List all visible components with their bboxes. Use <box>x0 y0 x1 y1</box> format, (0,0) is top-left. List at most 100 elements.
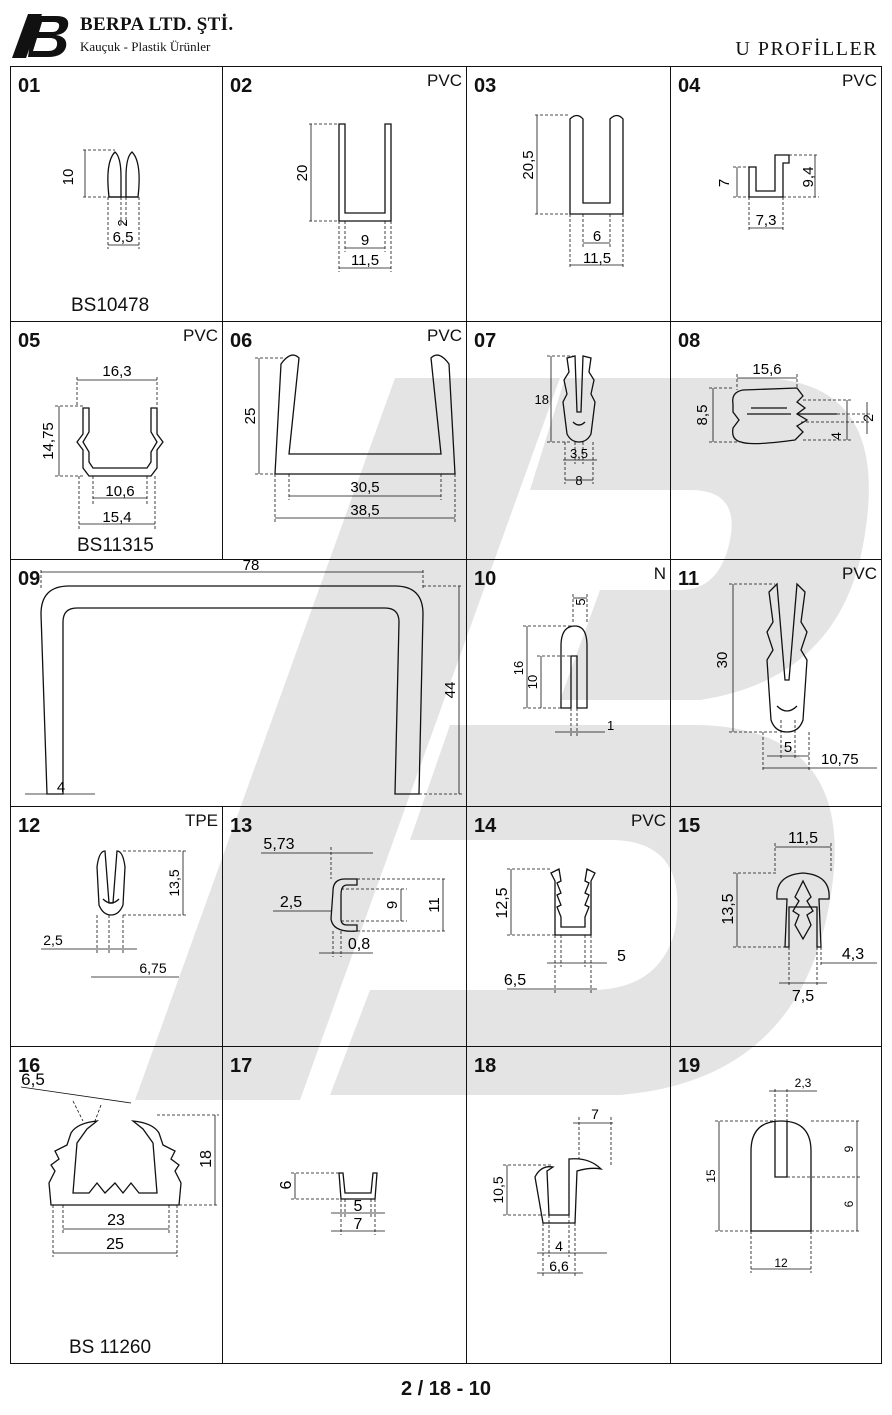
dim-label: 4 <box>57 779 65 796</box>
dim-label: 6,6 <box>549 1258 569 1274</box>
dim-label: 9 <box>842 1145 856 1152</box>
dim-label: 11,5 <box>583 250 611 267</box>
dim-label: 20,5 <box>520 150 537 179</box>
dim-label: 12,5 <box>494 887 511 918</box>
profile-drawing: 6 5 7 <box>278 1172 385 1235</box>
profile-drawing: 11,5 13,5 4,3 7,5 <box>720 830 877 1005</box>
standard-code: BS11315 <box>77 535 154 556</box>
dim-label: 7 <box>354 1216 363 1233</box>
dim-label: 12 <box>774 1256 788 1270</box>
standard-code: BS 11260 <box>69 1337 152 1358</box>
dim-label: 7,5 <box>792 988 814 1005</box>
dim-label: 6,5 <box>113 229 134 246</box>
dim-label: 18 <box>198 1150 215 1168</box>
page-number: 2 / 18 - 10 <box>400 1378 492 1400</box>
profile-drawing: 5 16 10 1 <box>511 594 614 736</box>
profile-drawing: 20,5 6 11,5 <box>520 114 624 269</box>
profile-drawing: 5,73 2,5 9 11 0,8 <box>261 836 447 957</box>
profile-number: 16 <box>18 1055 41 1077</box>
profile-cell-18: 18 7 10,5 4 6,6 <box>466 1046 671 1364</box>
profile-drawing: 20 9 11,5 <box>294 123 392 272</box>
profile-drawing: 13,5 2,5 6,75 <box>41 850 187 978</box>
profile-number: 01 <box>18 75 41 97</box>
profile-number: 14 <box>474 815 497 837</box>
material-label: PVC <box>842 71 877 90</box>
profile-cell-09: 09 78 44 4 <box>10 559 467 807</box>
dim-label: 13,5 <box>166 869 182 896</box>
profile-drawing: 78 44 4 <box>25 560 463 796</box>
dim-label: 6 <box>593 228 601 245</box>
dim-label: 11,5 <box>788 830 818 847</box>
profile-drawing: 10 2 6,5 <box>60 149 140 249</box>
profile-drawing: 30 5 10,75 <box>714 582 877 770</box>
dim-label: 7 <box>591 1106 599 1122</box>
dim-label: 18 <box>535 392 549 407</box>
material-label: PVC <box>631 811 666 830</box>
profile-drawing: 16,3 14,75 10,6 15,4 <box>40 363 164 530</box>
company-name: BERPA LTD. ŞTİ. <box>80 14 234 35</box>
profile-cell-16: 16 6,5 18 23 25 BS 11260 <box>10 1046 223 1364</box>
material-label: N <box>653 564 666 583</box>
profile-number: 17 <box>230 1055 253 1077</box>
dim-label: 44 <box>442 682 459 699</box>
dim-label: 16,3 <box>102 363 131 380</box>
dim-label: 30 <box>714 652 731 669</box>
profile-drawing: 7 9,4 7,3 <box>716 154 819 232</box>
material-label: PVC <box>183 326 218 345</box>
profile-drawing: 2,3 15 9 6 12 <box>704 1076 861 1273</box>
dim-label: 20 <box>294 165 311 182</box>
profile-cell-10: 10 N 5 16 10 1 <box>466 559 671 807</box>
dim-label: 25 <box>242 408 259 425</box>
dim-label: 11 <box>426 897 443 913</box>
dim-label: 4 <box>555 1238 563 1254</box>
dim-label: 30,5 <box>350 479 379 496</box>
profile-cell-05: 05 PVC 16,3 14,75 10,6 15,4 BS11315 <box>10 321 223 560</box>
dim-label: 2,5 <box>280 894 302 911</box>
page-header: BERPA LTD. ŞTİ. Kauçuk - Plastik Ürünler… <box>0 0 892 66</box>
dim-label: 25 <box>106 1236 124 1253</box>
dim-label: 5 <box>354 1198 363 1215</box>
dim-label: 9 <box>361 232 369 249</box>
profile-number: 05 <box>18 330 41 352</box>
profile-cell-03: 03 20,5 6 11,5 <box>466 66 671 322</box>
profile-drawing: 12,5 6,5 5 <box>494 868 626 993</box>
dim-label: 11,5 <box>351 252 379 269</box>
dim-label: 7 <box>716 179 733 187</box>
profile-number: 10 <box>474 568 497 590</box>
profile-drawing: 18 3,5 8 <box>535 355 597 488</box>
dim-label: 78 <box>243 560 260 574</box>
profile-grid: 01 10 2 6,5 BS10478 02 PVC <box>10 66 882 1364</box>
dim-label: 1 <box>607 718 614 733</box>
profile-number: 07 <box>474 330 497 352</box>
dim-label: 0,8 <box>348 936 370 953</box>
dim-label: 15,4 <box>102 509 131 526</box>
profile-number: 13 <box>230 815 253 837</box>
profile-cell-15: 15 11,5 13,5 4,3 7,5 <box>670 806 882 1047</box>
profile-cell-01: 01 10 2 6,5 BS10478 <box>10 66 223 322</box>
dim-label: 3,5 <box>570 446 588 461</box>
profile-cell-06: 06 PVC 25 30,5 38,5 <box>222 321 467 560</box>
profile-cell-07: 07 18 3,5 8 <box>466 321 671 560</box>
dim-label: 5 <box>617 948 626 965</box>
profile-cell-14: 14 PVC 12,5 6,5 5 <box>466 806 671 1047</box>
profile-cell-04: 04 PVC 7 9,4 7,3 <box>670 66 882 322</box>
dim-label: 4,3 <box>842 946 864 963</box>
dim-label: 8 <box>575 473 582 488</box>
dim-label: 16 <box>511 661 526 675</box>
dim-label: 5 <box>573 598 588 605</box>
dim-label: 9 <box>384 901 401 909</box>
dim-label: 5 <box>784 739 792 756</box>
material-label: PVC <box>427 71 462 90</box>
dim-label: 4 <box>828 432 844 440</box>
dim-label: 9,4 <box>800 167 817 188</box>
dim-label: 10,6 <box>105 483 134 500</box>
dim-label: 6,75 <box>139 960 166 976</box>
dim-label: 2 <box>860 414 876 422</box>
dim-label: 5,73 <box>263 836 294 853</box>
dim-label: 13,5 <box>720 893 737 924</box>
profile-number: 15 <box>678 815 701 837</box>
profile-drawing: 7 10,5 4 6,6 <box>490 1106 613 1277</box>
profile-drawing: 25 30,5 38,5 <box>242 354 456 522</box>
dim-label: 6 <box>842 1200 856 1207</box>
profile-cell-11: 11 PVC 30 5 10,75 <box>670 559 882 807</box>
